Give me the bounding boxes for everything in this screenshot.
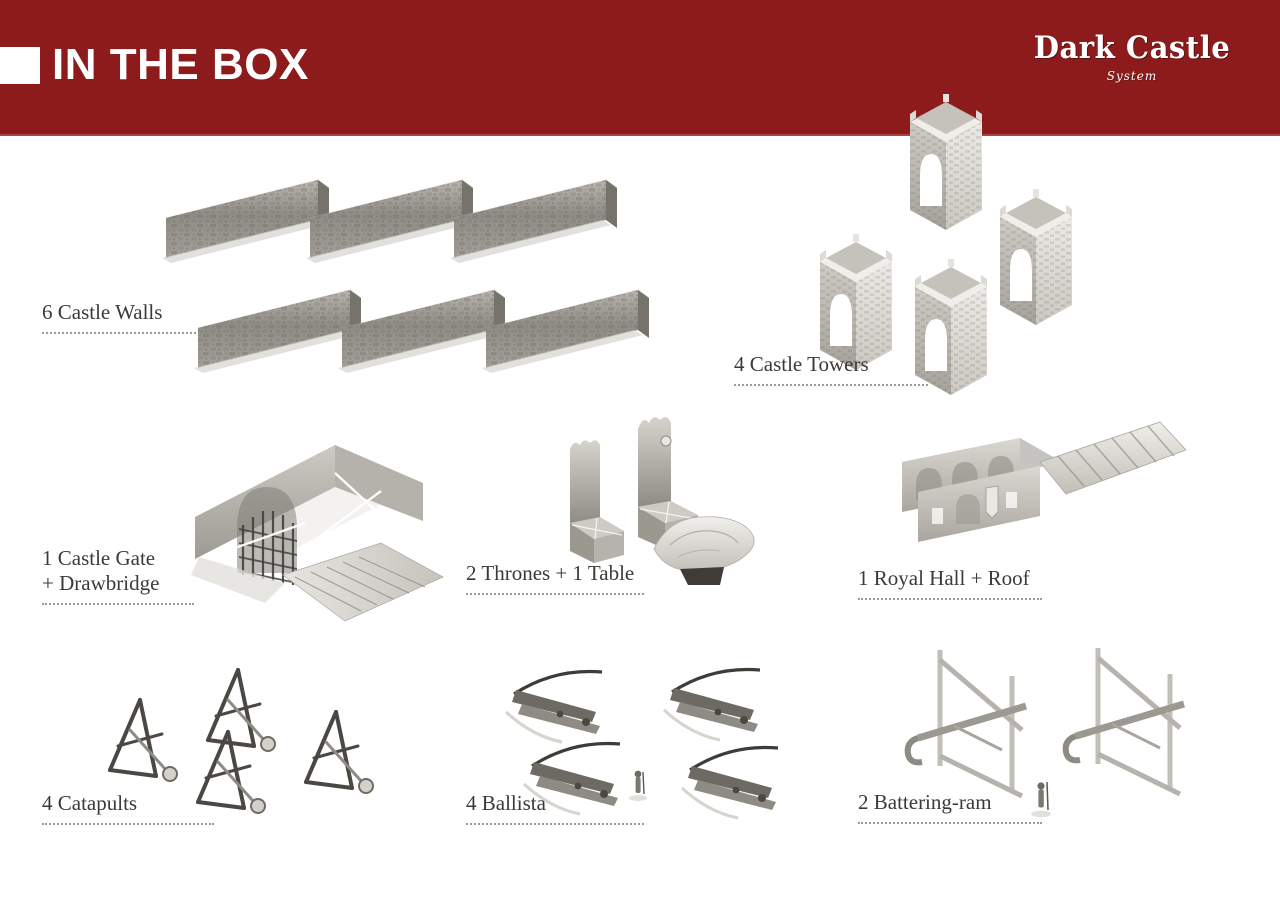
art-royal-hall-roof [890, 400, 1190, 580]
caption-royal-hall: 1 Royal Hall + Roof [858, 566, 1042, 600]
caption-ballista-text: 4 Ballista [466, 791, 546, 815]
caption-castle-gate: 1 Castle Gate + Drawbridge [42, 546, 194, 605]
caption-ballista: 4 Ballista [466, 791, 644, 825]
caption-rule [42, 330, 200, 334]
caption-thrones-table-text: 2 Thrones + 1 Table [466, 561, 635, 585]
brand-logo-name: Dark Castle [1033, 30, 1231, 66]
caption-rule [42, 601, 194, 605]
brand-logo: Dark Castle System [1022, 30, 1242, 84]
caption-castle-walls-text: 6 Castle Walls [42, 300, 163, 324]
caption-castle-gate-line-2: + Drawbridge [42, 570, 160, 595]
caption-rule [466, 591, 644, 595]
header-square-mark-icon [0, 47, 40, 84]
caption-catapults: 4 Catapults [42, 791, 214, 825]
art-castle-gate-drawbridge [185, 425, 465, 655]
caption-rule [42, 821, 214, 825]
art-castle-walls [150, 160, 650, 410]
caption-castle-gate-line-1: 1 Castle Gate [42, 546, 156, 570]
caption-battering-ram: 2 Battering-ram [858, 790, 1042, 824]
caption-rule [734, 382, 928, 386]
header-band [0, 0, 1280, 136]
caption-castle-towers: 4 Castle Towers [734, 352, 928, 386]
caption-rule [858, 596, 1042, 600]
caption-catapults-text: 4 Catapults [42, 791, 138, 815]
page-title: IN THE BOX [52, 40, 309, 89]
caption-thrones-table: 2 Thrones + 1 Table [466, 561, 644, 595]
brand-logo-subtitle: System [1106, 69, 1158, 83]
caption-rule [466, 821, 644, 825]
caption-rule [858, 820, 1042, 824]
caption-castle-towers-text: 4 Castle Towers [734, 352, 869, 376]
caption-battering-ram-text: 2 Battering-ram [858, 790, 992, 814]
caption-castle-walls: 6 Castle Walls [42, 300, 200, 334]
caption-royal-hall-text: 1 Royal Hall + Roof [858, 566, 1030, 590]
